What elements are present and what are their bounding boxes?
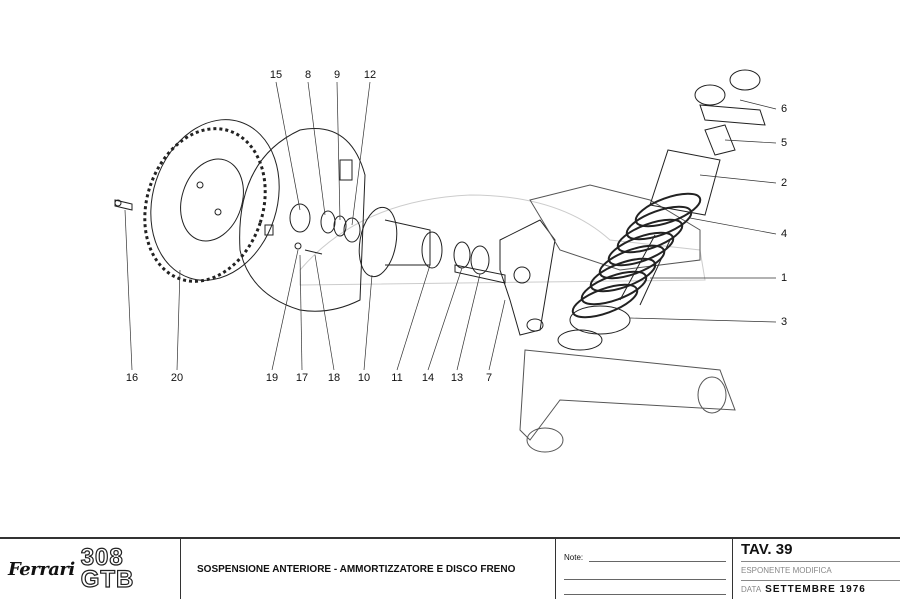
upright-7 [499,219,556,336]
leader-lines [124,81,777,371]
callout-14: 14 [421,372,435,384]
upper-frame [529,184,701,271]
spring-coil [571,283,639,319]
callout-20: 20 [170,372,184,384]
callout-10: 10 [357,372,371,384]
callout-7: 7 [485,372,493,384]
callout-18: 18 [327,372,341,384]
callout-2: 2 [780,177,788,189]
callout-13: 13 [450,372,464,384]
drawing-description: SOSPENSIONE ANTERIORE - AMMORTIZZATORE E… [197,563,516,575]
callout-17: 17 [295,372,309,384]
callout-8: 8 [304,69,312,81]
model-name: GTB [80,566,135,593]
callout-6: 6 [780,103,788,115]
callout-19: 19 [265,372,279,384]
suspension-exploded-diagram [114,69,777,453]
description-cell: SOSPENSIONE ANTERIORE - AMMORTIZZATORE E… [181,539,556,599]
plate-number: TAV. 39 [741,539,900,562]
note-label: Note: [564,553,584,562]
date-label: DATA [741,585,762,594]
spring-coil [580,270,648,306]
callout-12: 12 [363,69,377,81]
coil-spring [571,192,702,319]
callout-9: 9 [333,69,341,81]
lower-control-arm [519,349,736,453]
callout-3: 3 [780,316,788,328]
shock-absorber [619,69,766,306]
brake-disc-20 [143,119,280,283]
callout-11: 11 [391,372,403,384]
callout-5: 5 [780,137,788,149]
note-line [589,561,726,562]
logo-cell: Ferrari 308 GTB [0,539,181,599]
ferrari-logo: Ferrari [8,558,75,580]
callout-1: 1 [780,272,788,284]
note-line [564,562,726,580]
dust-shield [239,128,366,312]
spring-seat-3 [557,305,631,351]
date-value: SETTEMBRE 1976 [765,584,866,595]
model-number: 308 [80,544,124,571]
callout-16: 16 [125,372,139,384]
wheel-bolt-16 [114,199,133,211]
notes-cell: Note: [556,539,733,599]
callout-4: 4 [780,228,788,240]
bearings [289,203,361,255]
note-line [564,580,726,597]
callout-15: 15 [269,69,283,81]
title-block: Ferrari 308 GTB SOSPENSIONE ANTERIORE - … [0,537,900,599]
model-logo: 308 GTB [80,544,135,593]
revision-label: ESPONENTE MODIFICA [741,562,900,581]
